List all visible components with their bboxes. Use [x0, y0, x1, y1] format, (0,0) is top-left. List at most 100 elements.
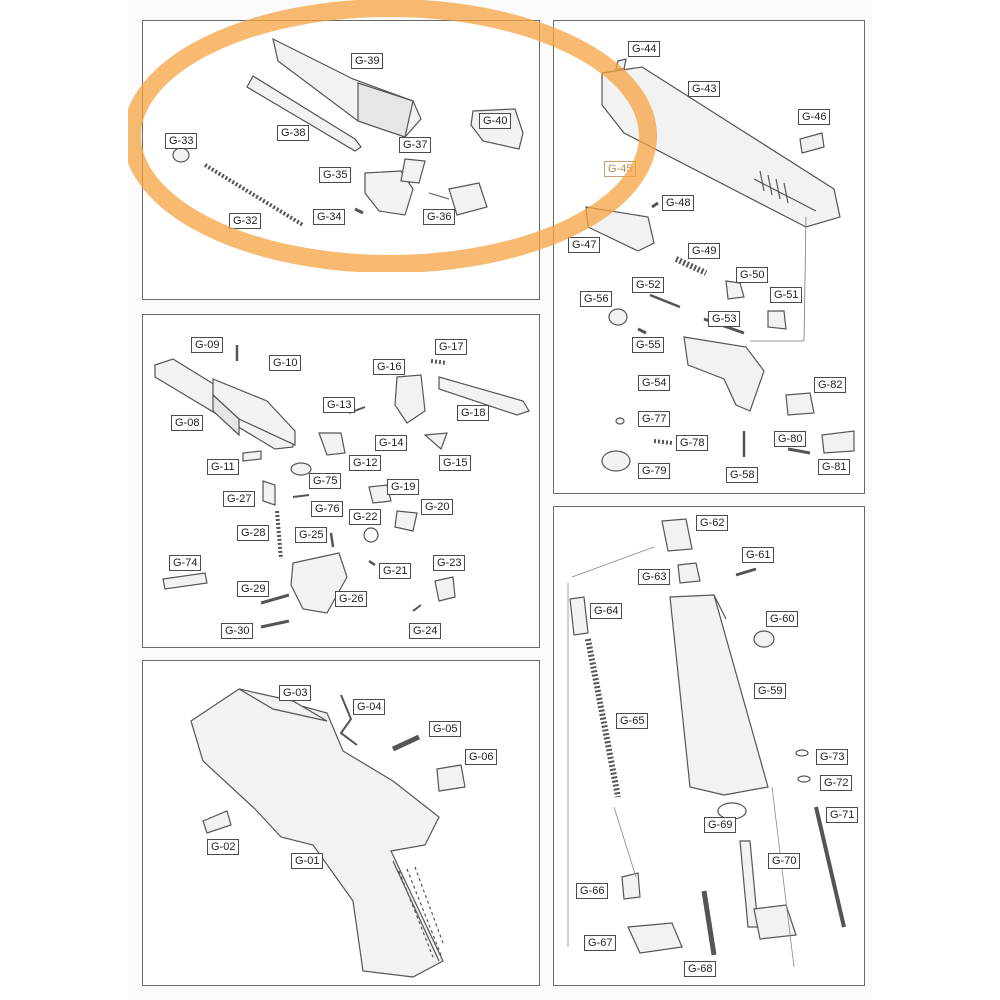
part-g11 [242, 450, 262, 462]
piston-spring-part [674, 256, 708, 276]
part-g23 [434, 576, 456, 602]
part-g12 [318, 432, 346, 456]
label-g13: G-13 [323, 397, 356, 413]
label-g55: G-55 [632, 337, 665, 353]
screw-g55-part [637, 327, 647, 335]
label-g26: G-26 [335, 591, 368, 607]
ring-g22-part [363, 527, 379, 543]
label-g38: G-38 [277, 125, 310, 141]
label-g30: G-30 [221, 623, 254, 639]
ring-g72-part [797, 775, 811, 783]
label-g25: G-25 [295, 527, 328, 543]
label-g74: G-74 [169, 555, 202, 571]
label-g52: G-52 [632, 277, 665, 293]
label-g17: G-17 [435, 339, 468, 355]
label-g28: G-28 [237, 525, 270, 541]
trigger-group-drawing [154, 345, 530, 629]
label-g22: G-22 [349, 509, 382, 525]
part-g56 [608, 308, 628, 326]
label-g12: G-12 [349, 455, 382, 471]
screw-g48-part [651, 201, 659, 209]
part-g19 [368, 484, 392, 504]
label-g33: G-33 [165, 133, 198, 149]
label-g56: G-56 [580, 291, 613, 307]
label-g68: G-68 [684, 961, 717, 977]
label-g23: G-23 [433, 555, 466, 571]
label-g27: G-27 [223, 491, 256, 507]
spring-g24-part [412, 604, 422, 612]
spring-g78-part [653, 439, 673, 445]
label-g02: G-02 [207, 839, 240, 855]
screw-g34-part [354, 207, 364, 215]
label-g78: G-78 [676, 435, 709, 451]
label-g34: G-34 [313, 209, 346, 225]
screw-g21-part [368, 559, 376, 567]
pin-g30-part [260, 619, 290, 629]
panel-trigger-group: G-09 G-10 G-16 G-17 G-13 G-18 G-08 G-14 … [142, 314, 540, 648]
pin-g61-part [735, 567, 757, 577]
label-g43: G-43 [688, 81, 721, 97]
part-g63 [677, 562, 701, 584]
label-g47: G-47 [568, 237, 601, 253]
label-g72: G-72 [820, 775, 853, 791]
rod-g71-part [814, 806, 846, 928]
rail-g03-part [238, 688, 328, 722]
label-g80: G-80 [774, 431, 807, 447]
panel-magazine-group: G-62 G-61 G-63 G-64 G-60 G-59 G-65 G-73 … [553, 506, 865, 986]
label-g50: G-50 [736, 267, 769, 283]
label-g10: G-10 [269, 355, 302, 371]
pin-g05-part [391, 734, 421, 752]
label-g61: G-61 [742, 547, 775, 563]
part-g02 [202, 810, 232, 834]
label-g75: G-75 [309, 473, 342, 489]
spring-cap-g50-part [725, 280, 745, 300]
label-g59: G-59 [754, 683, 787, 699]
follower-g64-part [569, 596, 589, 636]
housing-g26-part [290, 552, 348, 614]
part-g66 [621, 872, 641, 900]
label-g51: G-51 [770, 287, 803, 303]
label-g70: G-70 [768, 853, 801, 869]
label-g48: G-48 [662, 195, 695, 211]
part-g82 [785, 392, 815, 416]
baseplate-g67-part [627, 922, 683, 954]
panel-barrel-group: G-39 G-40 G-38 G-37 G-33 G-35 G-36 G-34 … [142, 20, 540, 300]
label-g19: G-19 [387, 479, 420, 495]
label-g79: G-79 [638, 463, 671, 479]
part-g75 [290, 462, 312, 476]
nozzle-housing-part [683, 336, 765, 412]
label-g29: G-29 [237, 581, 270, 597]
frame-part [190, 688, 444, 978]
part-g60 [753, 630, 775, 648]
label-g65: G-65 [616, 713, 649, 729]
label-g45: G-45 [604, 161, 637, 177]
label-g82: G-82 [814, 377, 847, 393]
part-g15 [423, 432, 448, 451]
spring-g04-part [339, 694, 358, 746]
part-g74 [162, 572, 208, 590]
spring-g28-part [275, 510, 283, 560]
screw-g25-part [329, 532, 335, 548]
panel-frame-group: G-03 G-04 G-05 G-06 G-02 G-01 [142, 660, 540, 986]
label-g20: G-20 [421, 499, 454, 515]
ring-g73-part [795, 749, 809, 757]
spring-g76-part [292, 494, 310, 498]
spring-cap-part [172, 147, 190, 163]
label-g63: G-63 [638, 569, 671, 585]
label-g40: G-40 [479, 113, 512, 129]
label-g71: G-71 [826, 807, 859, 823]
label-g66: G-66 [576, 883, 609, 899]
frame-group-drawing [190, 688, 466, 978]
barrel-group-drawing [172, 37, 524, 227]
label-g32: G-32 [229, 213, 262, 229]
label-g67: G-67 [584, 935, 617, 951]
label-g77: G-77 [638, 411, 671, 427]
label-g76: G-76 [311, 501, 344, 517]
part-g16 [394, 374, 426, 424]
label-g46: G-46 [798, 109, 831, 125]
part-g06 [436, 764, 466, 792]
front-sight-part [615, 58, 627, 70]
label-g62: G-62 [696, 515, 729, 531]
label-g18: G-18 [457, 405, 490, 421]
pin-g52-part [649, 293, 681, 309]
